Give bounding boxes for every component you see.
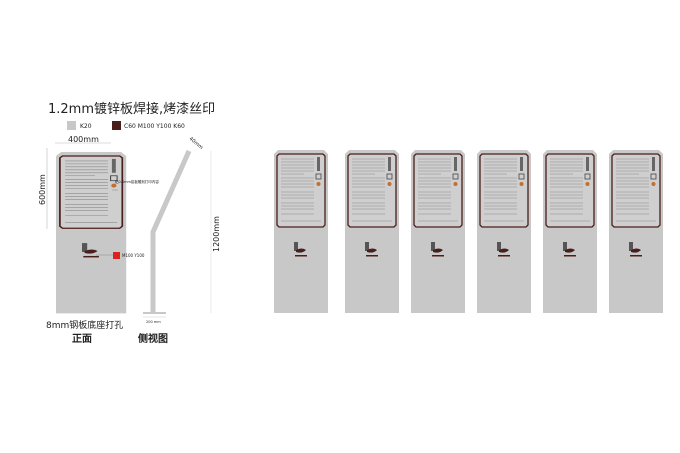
legend-swatch-brown <box>112 121 121 130</box>
base-dimension: 200 mm <box>146 320 161 324</box>
sign-variant-4 <box>476 149 532 314</box>
front-sign <box>55 151 128 315</box>
base-note: 8mm钢板底座打孔 <box>46 319 123 331</box>
panel-note: 贴0.6mm铝板雕刻打印内容 <box>115 179 159 184</box>
sign-variants <box>273 149 664 314</box>
width-dimension: 400mm <box>68 135 99 144</box>
logo-color-swatch <box>113 252 120 259</box>
sign-variant-3 <box>410 149 466 314</box>
logo-color-note: M100 Y100 <box>122 253 145 258</box>
sign-variant-5 <box>542 149 598 314</box>
front-view: 400mm 600mm 贴0.6mm铝板雕刻打印内容 M100 Y100 8mm… <box>38 135 159 345</box>
height-dimension: 600mm <box>38 174 47 205</box>
legend-label-k20: K20 <box>80 123 92 130</box>
legend-label-brown: C60 M100 Y100 K60 <box>124 123 185 130</box>
side-view: 200 mm 40mm 1200mm 侧视图 <box>138 136 221 345</box>
sign-variant-2 <box>344 149 400 314</box>
height-dimension-side: 1200mm <box>212 216 221 252</box>
front-caption: 正面 <box>72 333 92 345</box>
legend-swatch-k20 <box>67 121 76 130</box>
side-caption: 侧视图 <box>138 332 168 345</box>
sign-variant-1 <box>273 149 329 314</box>
top-dimension: 40mm <box>188 136 204 151</box>
sign-variant-6 <box>608 149 664 314</box>
title: 1.2mm镀锌板焊接,烤漆丝印 <box>48 101 215 117</box>
